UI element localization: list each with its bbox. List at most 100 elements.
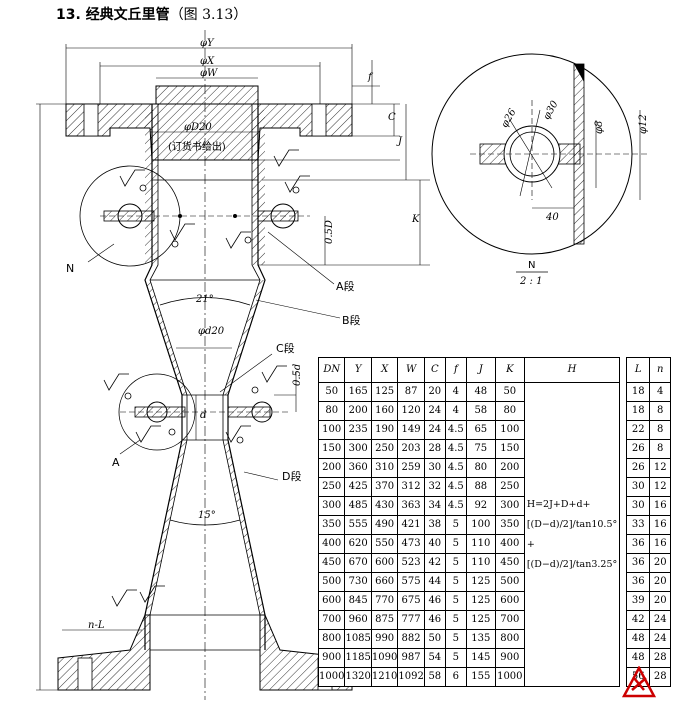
table-cell: 50 [317,382,346,402]
table-cell: 50 [494,382,525,402]
table-cell-l: 33 [626,515,651,535]
table-cell: 160 [370,401,399,421]
table-cell: 5 [444,515,467,535]
table-cell-n: 16 [649,515,672,535]
table-cell: 6 [444,667,467,687]
figure-reference: （图 3.13） [169,7,248,23]
label-a-section: A段 [336,279,355,293]
table-cell: 40 [423,534,446,554]
top-dimensions [36,44,430,691]
table-cell-l: 42 [626,610,651,630]
table-cell: 5 [444,591,467,611]
label-d: d [200,410,206,421]
table-cell: 54 [423,648,446,668]
publisher-logo-icon [622,666,656,698]
table-cell: 430 [370,496,399,516]
table-cell: 203 [397,439,425,459]
table-cell: 363 [397,496,425,516]
table-cell: 48 [465,382,496,402]
upper-pressure-taps [79,165,310,267]
table-cell: 575 [397,572,425,592]
table-cell: 730 [344,572,372,592]
label-n-l: n-L [88,620,105,631]
table-cell-n: 8 [649,401,672,421]
table-cell: 1085 [344,629,372,649]
table-cell: 700 [494,610,525,630]
table-cell: 4.5 [444,496,467,516]
label-phi-y: φY [200,38,215,49]
table-cell: 490 [370,515,399,535]
table-cell: 46 [423,591,446,611]
table-cell-l: 18 [626,401,651,421]
table-cell: 900 [494,648,525,668]
table-cell: 312 [397,477,425,497]
table-cell: 400 [494,534,525,554]
table-cell-n: 20 [649,572,672,592]
table-cell: 20 [423,382,446,402]
table-cell: 675 [397,591,425,611]
label-detail-phi8: φ8 [594,121,605,134]
table-cell: 1000 [317,667,346,687]
table-cell: 1210 [370,667,399,687]
label-n: N [66,262,74,275]
table-cell: 550 [370,534,399,554]
table-cell: 600 [317,591,346,611]
table-cell: 120 [397,401,425,421]
table-cell: 150 [494,439,525,459]
table-cell: 4 [444,401,467,421]
table-cell: 310 [370,458,399,478]
table-cell-n: 4 [649,382,672,402]
table-cell: 42 [423,553,446,573]
table-cell: 28 [423,439,446,459]
table-cell: 250 [494,477,525,497]
table-cell: 165 [344,382,372,402]
table-cell: 5 [444,648,467,668]
table-cell: 125 [465,572,496,592]
table-cell-l: 26 [626,439,651,459]
col-y: Y [344,357,372,383]
table-cell: 150 [317,439,346,459]
col-c: C [423,357,446,383]
table-cell: 58 [465,401,496,421]
table-cell: 30 [423,458,446,478]
table-cell: 450 [317,553,346,573]
table-cell: 600 [370,553,399,573]
table-cell: 5 [444,572,467,592]
table-cell-l: 48 [626,629,651,649]
table-cell: 32 [423,477,446,497]
table-cell: 4.5 [444,439,467,459]
table-cell: 500 [317,572,346,592]
table-cell: 5 [444,553,467,573]
h-formula-cell: H=2J+D+d+[(D−d)/2]/tan10.5°+[(D−d)/2]/ta… [523,382,621,687]
angle-15-arc [169,519,241,526]
table-cell: 135 [465,629,496,649]
table-cell-n: 28 [649,648,672,668]
table-cell: 5 [444,534,467,554]
label-d-section: D段 [282,469,301,483]
table-cell: 600 [494,591,525,611]
table-cell: 110 [465,553,496,573]
title-number: 13. [56,7,81,23]
table-cell-n: 28 [649,667,672,687]
table-cell: 1092 [397,667,425,687]
table-cell: 65 [465,420,496,440]
table-cell-l: 30 [626,496,651,516]
label-angle-21: 21° [195,294,214,305]
table-cell: 987 [397,648,425,668]
label-phi-d20: φD20 [184,122,212,133]
table-cell-n: 12 [649,458,672,478]
table-cell: 200 [317,458,346,478]
col-j: J [465,357,496,383]
col-dn: DN [317,357,346,383]
table-cell: 250 [317,477,346,497]
table-cell: 145 [465,648,496,668]
table-cell: 1000 [494,667,525,687]
label-detail-40: 40 [545,212,559,223]
table-cell: 300 [494,496,525,516]
table-cell: 4.5 [444,477,467,497]
table-cell: 990 [370,629,399,649]
